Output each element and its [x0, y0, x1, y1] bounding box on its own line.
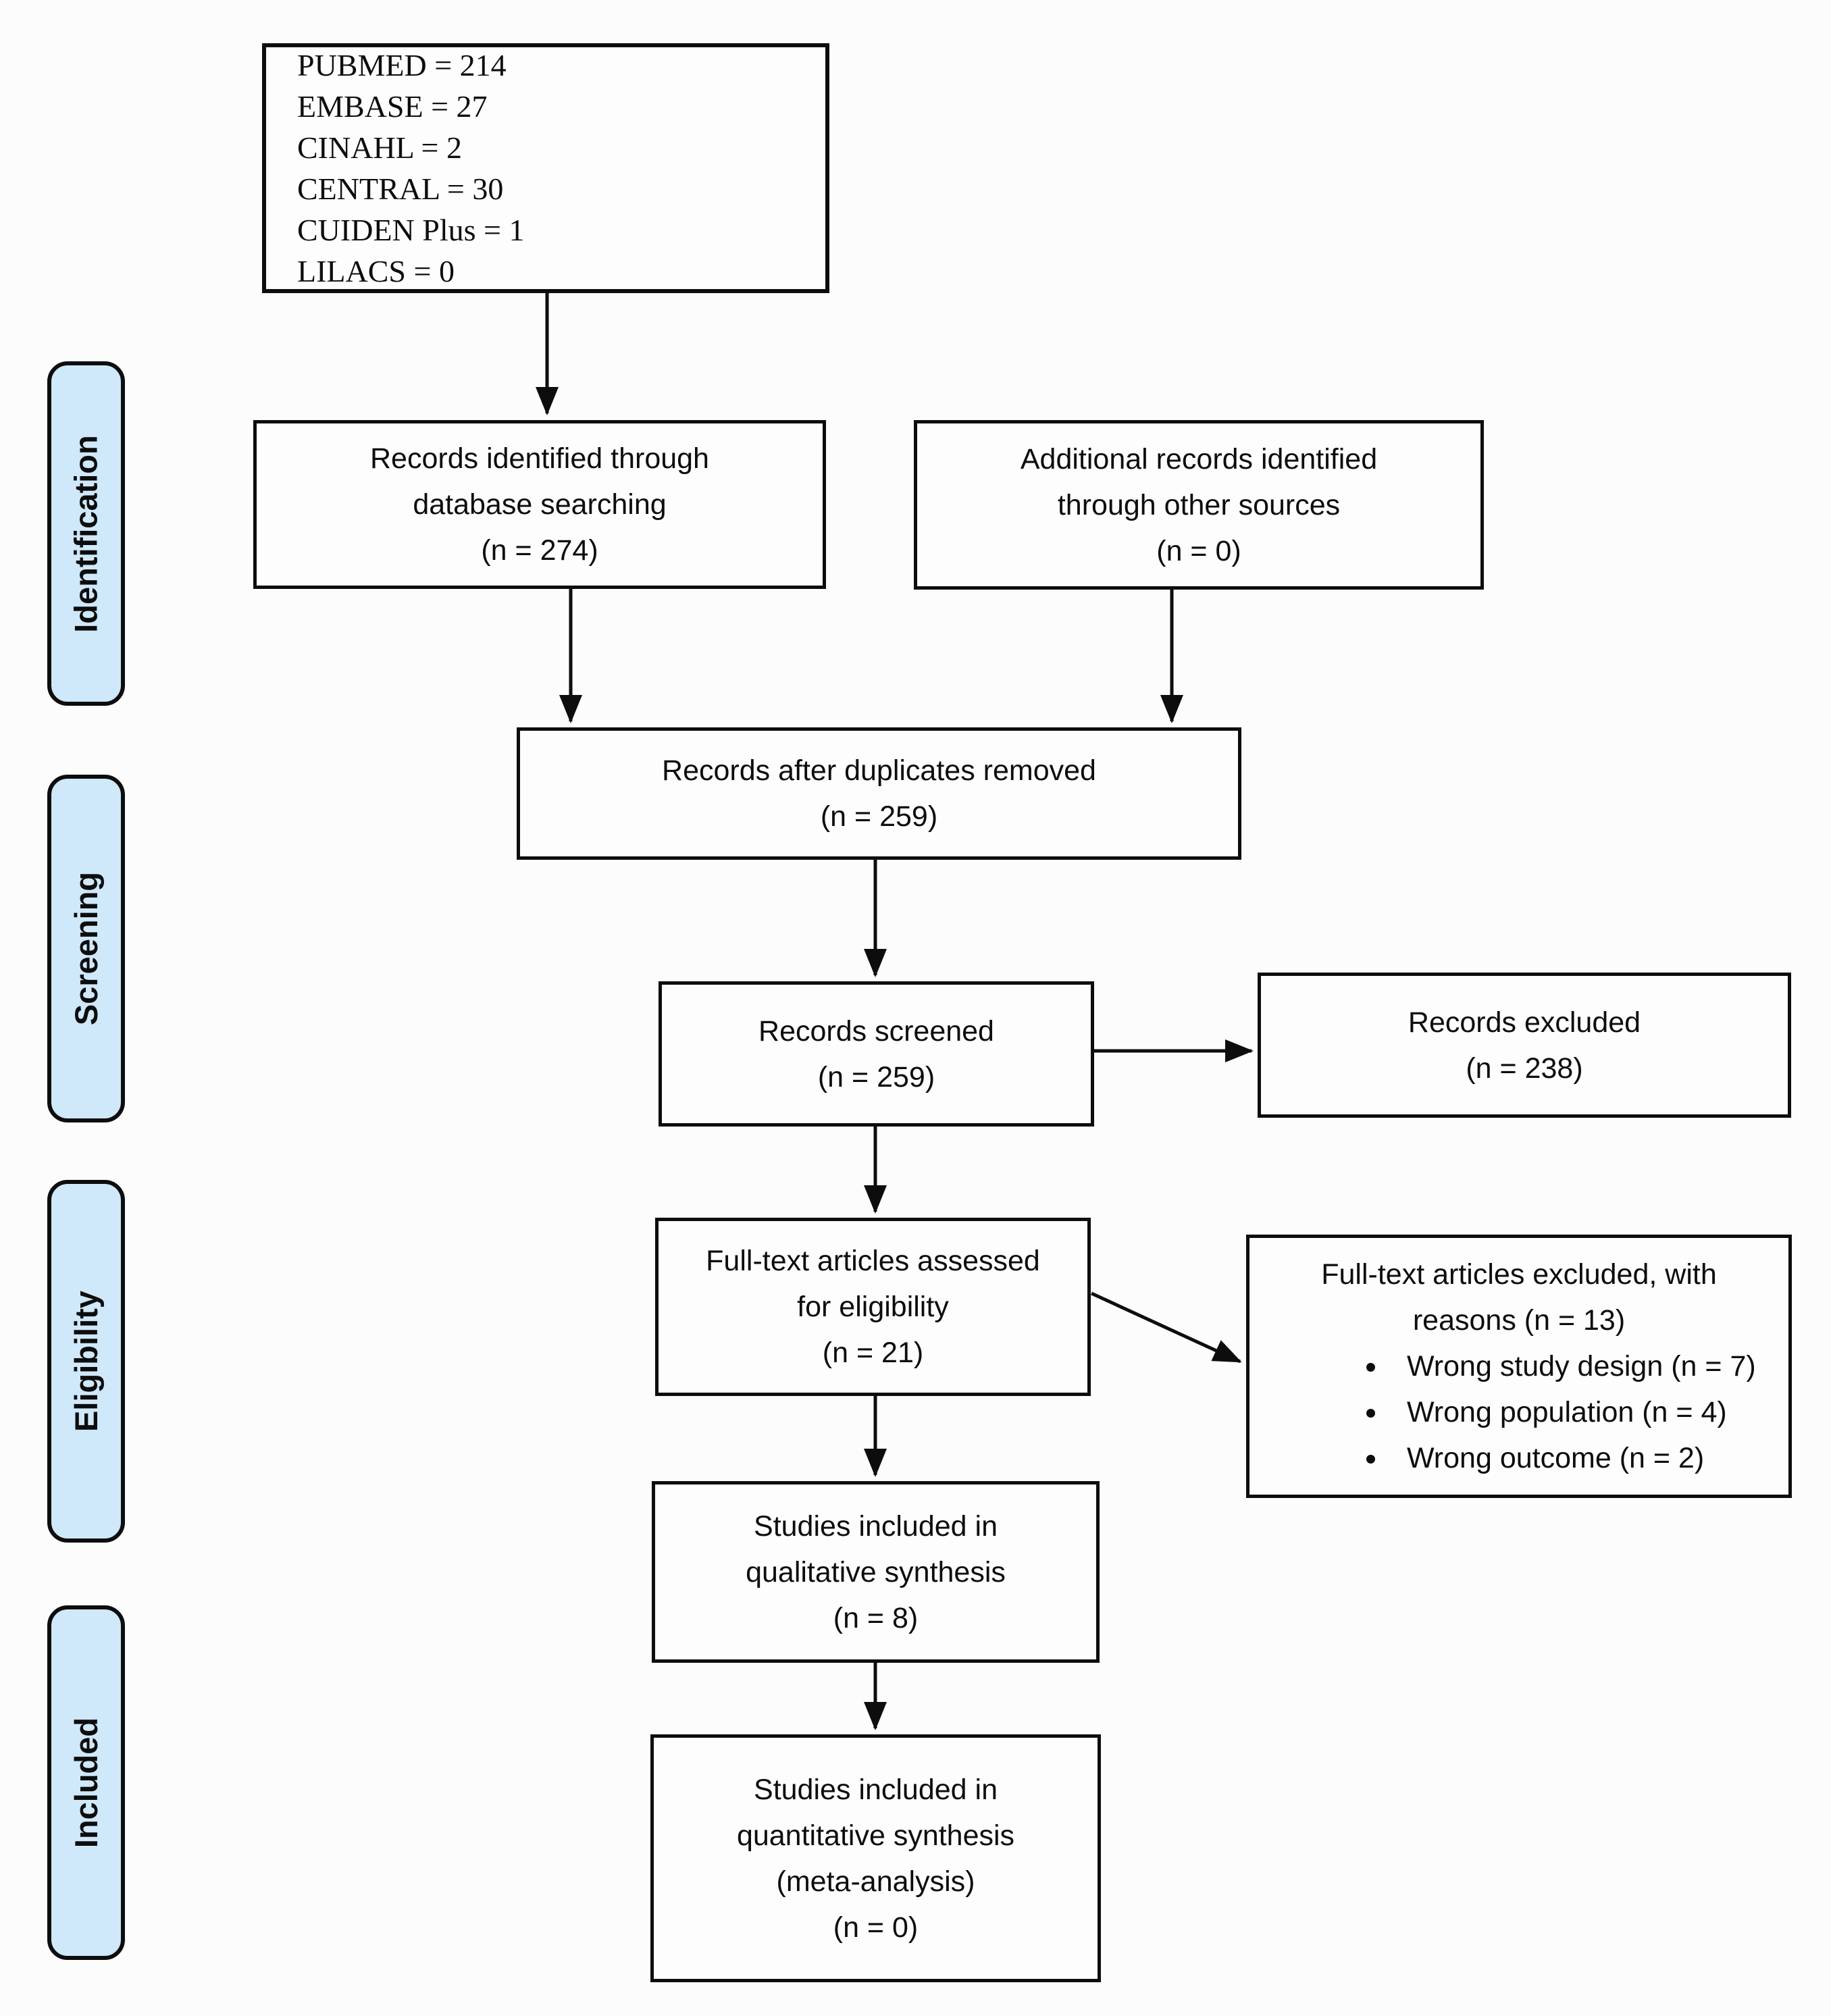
database-count-line: LILACS = 0	[297, 254, 455, 288]
database-count-line: CUIDEN Plus = 1	[297, 213, 525, 247]
exclusion-reason-item: Wrong outcome (n = 2)	[1388, 1435, 1756, 1481]
stage-label-identification: Identification	[47, 361, 125, 706]
exclusion-reason-item: Wrong population (n = 4)	[1388, 1389, 1756, 1435]
stage-label-screening: Screening	[47, 775, 125, 1122]
database-count-line: CINAHL = 2	[297, 130, 462, 165]
box-quantitative-synthesis: Studies included in quantitative synthes…	[650, 1734, 1101, 1982]
box-fulltext-excluded-with-reasons: Full-text articles excluded, with reason…	[1246, 1235, 1792, 1498]
database-count-line: EMBASE = 27	[297, 89, 488, 124]
stage-label-text: Eligibility	[68, 1291, 105, 1432]
box-database-counts: PUBMED = 214 EMBASE = 27 CINAHL = 2 CENT…	[262, 43, 829, 293]
box-records-identified: Records identified through database sear…	[253, 420, 826, 589]
box-title: Full-text articles excluded, with reason…	[1321, 1258, 1717, 1337]
box-text: Records excluded (n = 238)	[1408, 1006, 1641, 1085]
database-count-lines: PUBMED = 214 EMBASE = 27 CINAHL = 2 CENT…	[266, 45, 524, 292]
database-count-line: CENTRAL = 30	[297, 172, 504, 206]
exclusion-reason-item: Wrong study design (n = 7)	[1388, 1343, 1756, 1389]
box-additional-records: Additional records identified through ot…	[914, 420, 1484, 590]
box-text: Records after duplicates removed (n = 25…	[662, 754, 1096, 833]
stage-label-text: Included	[68, 1717, 105, 1849]
box-fulltext-assessed: Full-text articles assessed for eligibil…	[655, 1218, 1091, 1396]
stage-label-text: Identification	[68, 434, 105, 633]
stage-label-included: Included	[47, 1605, 125, 1960]
arrow-fulltext-to-excluded-reasons	[1090, 1291, 1242, 1364]
database-count-line: PUBMED = 214	[297, 48, 507, 82]
box-records-excluded: Records excluded (n = 238)	[1258, 973, 1791, 1118]
box-qualitative-synthesis: Studies included in qualitative synthesi…	[652, 1481, 1100, 1663]
box-text: Additional records identified through ot…	[1020, 442, 1378, 567]
box-text: Studies included in qualitative synthesi…	[746, 1509, 1006, 1634]
box-text: Records screened (n = 259)	[758, 1014, 994, 1093]
box-records-screened: Records screened (n = 259)	[659, 981, 1094, 1127]
box-duplicates-removed: Records after duplicates removed (n = 25…	[517, 727, 1241, 860]
stage-label-eligibility: Eligibility	[47, 1180, 125, 1543]
exclusion-reason-list: Wrong study design (n = 7) Wrong populat…	[1249, 1343, 1756, 1481]
box-text: Full-text articles assessed for eligibil…	[706, 1245, 1040, 1369]
box-text: Records identified through database sear…	[370, 442, 709, 567]
stage-label-text: Screening	[68, 871, 104, 1026]
box-text: Studies included in quantitative synthes…	[736, 1773, 1015, 1944]
